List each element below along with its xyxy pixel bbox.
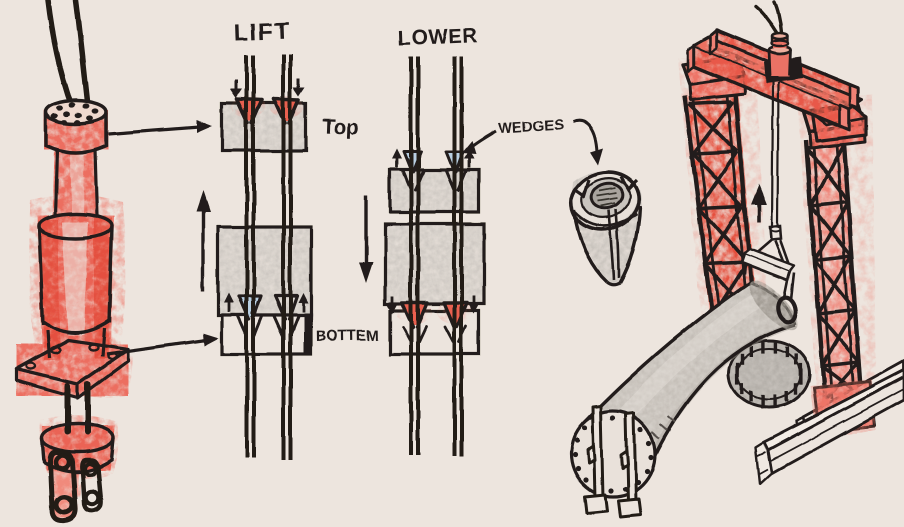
svg-text:LOWER: LOWER <box>397 24 478 50</box>
svg-text:Top: Top <box>322 115 360 139</box>
svg-text:LIFT: LIFT <box>233 18 291 47</box>
svg-text:BOTTEM: BOTTEM <box>316 327 380 345</box>
svg-text:WEDGES: WEDGES <box>498 118 564 137</box>
